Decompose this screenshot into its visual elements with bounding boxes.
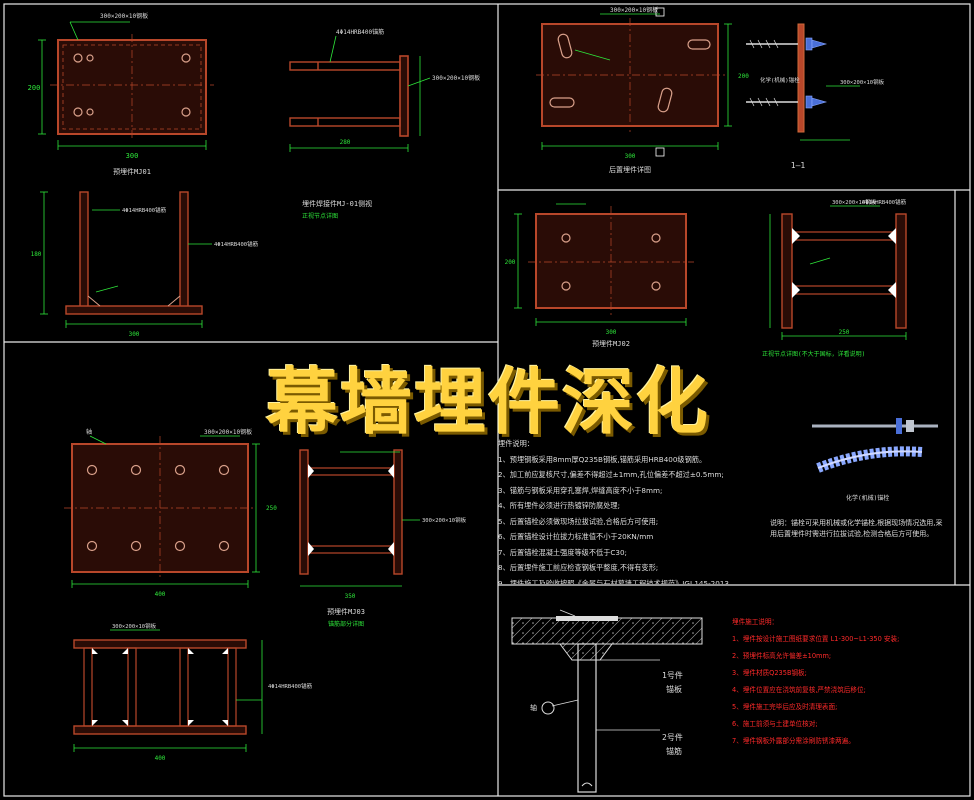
mj03-axis-label: 轴 [86,428,92,436]
notes-line-1: 1、预埋钢板采用8mm厚Q235B钢板,锚筋采用HRB400级钢筋。 [498,454,707,464]
red-notes-line-1: 1、埋件按设计施工图纸要求位置 L1-300~L1-350 安装; [732,635,900,643]
mj01-plate-label: 300×200×10钢板 [100,12,148,20]
slot-plate-height: 200 [738,73,749,80]
red-notes-line-6: 6、施工前须与土建单位核对; [732,720,818,728]
mj02-frame-view: 250 300×200×10钢板 4Φ14HRB400锚筋 正视节点详图(不大于… [762,198,907,358]
section-anchor-label: 化学(机械)锚栓 [760,76,800,84]
part2-sub-label: 锚筋 [666,746,682,756]
mj03-elev-plate-label: 300×200×10钢板 [112,622,157,630]
slotted-plate-view: 300 200 300×200×10钢板 后置埋件详图 [536,6,749,174]
red-notes-line-7: 7、埋件钢板外露部分需涂刷防锈漆两遍。 [732,737,855,745]
section-1-1: 1—1 化学(机械)锚栓 300×200×10钢板 [746,23,885,170]
notes-box: 埋件说明： 1、预埋钢板采用8mm厚Q235B钢板,锚筋采用HRB400级钢筋。… [498,439,729,585]
anchor-bolt-caption: 化学(机械)锚栓 [846,494,889,502]
section-1-1-title: 1—1 [791,161,806,170]
part2-label: 2号件 [662,732,683,742]
part1-label: 1号件 [662,670,683,680]
mj03-side-frame: 350 300×200×10钢板 预埋件MJ03 锚筋部分详图 [299,449,467,628]
notes-line-3: 3、锚筋与钢板采用穿孔塞焊,焊缝高度不小于8mm; [498,485,663,495]
anchor-note-box: 说明：锚栓可采用机械或化学锚栓,根据现场情况选用,采用后置埋件时需进行拉拔试验,… [770,519,943,538]
mj01-section-sub: 正视节点详图 [302,212,338,220]
slot-plate-width: 300 [625,153,636,160]
panel-borders [3,3,971,797]
notes-line-7: 7、后置锚栓混凝土强度等级不低于C30; [498,547,627,557]
mj02-frame-plate-label: 300×200×10钢板 [832,198,877,206]
mj03-width-dim: 400 [155,591,166,598]
mj01-frame-anchor-label: 4Φ14HRB400锚筋 [122,206,167,214]
mj01-front-frame: 300 180 4Φ14HRB400锚筋 4Φ14HRB400锚筋 埋件焊接件M… [31,191,372,338]
red-notes-line-3: 3、埋件材质Q235B钢板; [732,669,807,677]
mj01-anchor-label: 4Φ14HRB400锚筋 [336,28,384,36]
part1-sub-label: 锚板 [666,684,682,694]
notes-line-6: 6、后置锚栓设计拉拔力标准值不小于20KN/mm [498,532,654,541]
banner-title: 幕墙埋件深化 [265,359,710,444]
mj03-plate-view: 400 250 轴 300×200×10钢板 [64,428,277,598]
notes-line-4: 4、所有埋件必须进行热镀锌防腐处理; [498,501,620,510]
red-notes-line-2: 2、预埋件标高允许偏差±10mm; [732,652,832,660]
mj01-frame-height: 180 [31,251,42,258]
slot-plate-label: 300×200×10钢板 [610,6,658,14]
mj02-title: 预埋件MJ02 [592,339,630,348]
notes-heading: 埋件说明： [498,439,534,448]
mj01-frame-width: 300 [129,331,140,338]
mj01-section-note: 埋件焊接件MJ-01侧视 [302,199,372,208]
notes-line-2: 2、加工前应复核尺寸,偏差不得超过±1mm,孔位偏差不超过±0.5mm; [498,470,724,479]
mj03-elevation: 400 300×200×10钢板 4Φ14HRB400锚筋 [73,622,313,762]
mj02-note: 正视节点详图(不大于国标，详看说明) [762,350,865,358]
mj03-subtitle: 锚筋部分详图 [328,620,364,628]
mj01-title: 预埋件MJ01 [113,167,151,176]
mj01-width-dim: 300 [126,152,139,160]
anchor-note: 说明：锚栓可采用机械或化学锚栓,根据现场情况选用,采用后置埋件时需进行拉拔试验,… [770,519,943,538]
red-notes-box: 埋件施工说明： 1、埋件按设计施工图纸要求位置 L1-300~L1-350 安装… [732,618,900,745]
red-notes-heading: 埋件施工说明： [732,618,779,626]
notes-line-9: 9、埋件施工及验收按照《金属与石材幕墙工程技术规范》JGJ 145-2013 [498,578,729,585]
mj01-side-section: 280 4Φ14HRB400锚筋 300×200×10钢板 [289,28,480,152]
mj02-width-dim: 300 [606,329,617,336]
mj03-elev-width: 400 [155,755,166,762]
mj03-frame-label: 300×200×10钢板 [422,516,467,524]
mj03-plate-label: 300×200×10钢板 [204,428,252,436]
concrete-section-detail: 轴 1号件 锚板 2号件 锚筋 [511,609,703,793]
mj02-plate-view: 300 200 预埋件MJ02 [505,203,694,348]
mj02-height-dim: 200 [505,259,516,266]
slot-plate-title: 后置埋件详图 [609,165,651,174]
section-plate-label: 300×200×10钢板 [840,78,885,86]
mj01-frame-anchor-label-2: 4Φ14HRB400锚筋 [214,240,259,248]
notes-line-8: 8、后置埋件施工前应检查钢板平整度,不得有变形; [498,563,659,572]
mj01-side-dim: 280 [340,139,351,146]
mj03-elev-anchor-label: 4Φ14HRB400锚筋 [268,682,313,690]
red-notes-line-4: 4、埋件位置应在浇筑前复核,严禁浇筑后移位; [732,686,866,694]
notes-line-5: 5、后置锚栓必须做现场拉拔试验,合格后方可使用; [498,516,659,526]
mj03-height-dim: 250 [266,505,277,512]
mj02-frame-anchor-label: 4Φ14HRB400锚筋 [862,198,907,206]
red-notes-line-5: 5、埋件施工完毕后应及时清理表面; [732,703,838,711]
mj02-frame-width: 250 [839,329,850,336]
mj01-height-dim: 200 [28,84,41,92]
mj01-plate-view: 300 200 300×200×10钢板 预埋件MJ01 [28,12,214,176]
mj01-side-plate-label: 300×200×10钢板 [432,74,480,82]
mj03-title: 预埋件MJ03 [327,607,365,616]
mj03-frame-dim: 350 [345,593,356,600]
anchor-bolt-illustration: 化学(机械)锚栓 [812,418,938,502]
axis-marker: 轴 [530,703,537,712]
